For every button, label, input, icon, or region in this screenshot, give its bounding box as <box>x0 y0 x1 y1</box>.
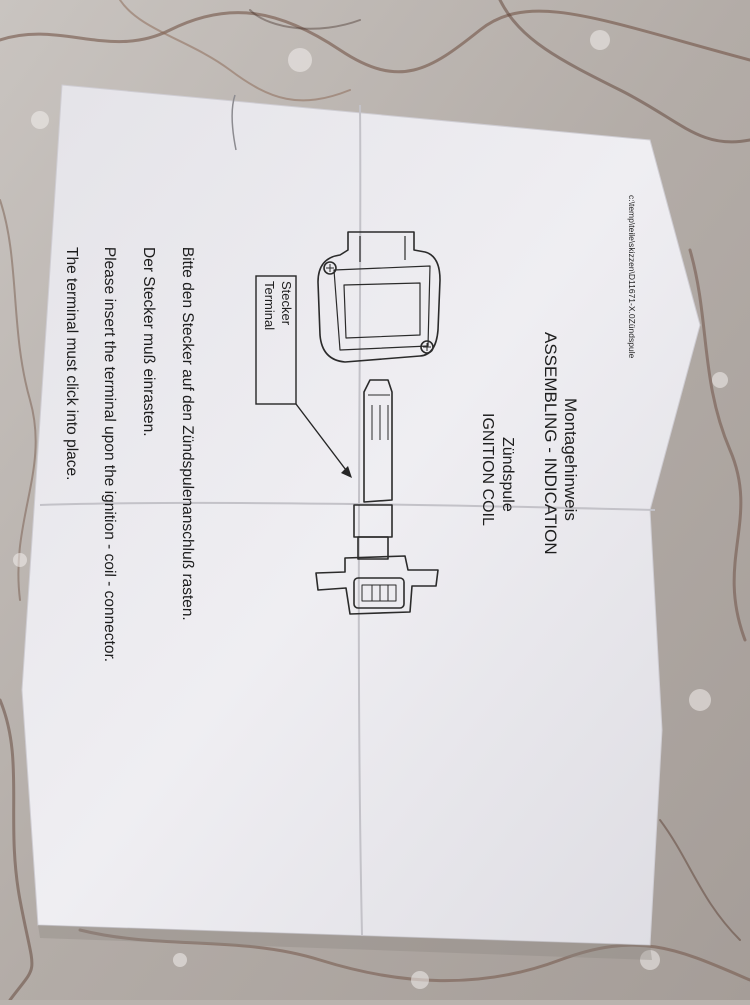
file-reference: c:\temp\teile\skizzen\D11671-X.0Zündspul… <box>627 195 637 359</box>
callout-arrow-line <box>295 403 350 475</box>
part-en: IGNITION COIL <box>479 413 496 526</box>
part-de: Zündspule <box>499 437 516 512</box>
instruction-line: Bitte den Stecker auf den Zündspulenansc… <box>179 246 196 621</box>
callout-arrowhead <box>341 466 352 478</box>
heading-en: ASSEMBLING - INDICATION <box>541 332 560 555</box>
paper-sheet <box>21 84 701 946</box>
plug-socket <box>353 577 405 609</box>
fold-creases <box>39 94 656 936</box>
paper-shadow <box>38 925 652 960</box>
instruction-line: Der Stecker muß einrasten. <box>140 247 157 437</box>
ignition-coil-drawing <box>315 231 441 615</box>
terminal-label-box <box>255 275 297 405</box>
instruction-line: Please insert the terminal upon the igni… <box>101 246 118 663</box>
terminal-callout <box>255 275 352 478</box>
marble-speckles <box>13 30 728 989</box>
instruction-line: The terminal must click into place. <box>63 247 80 481</box>
callout-label-de: Stecker <box>279 281 294 326</box>
callout-label-en: Terminal <box>262 281 277 331</box>
heading-de: Montagehinweis <box>561 398 580 521</box>
